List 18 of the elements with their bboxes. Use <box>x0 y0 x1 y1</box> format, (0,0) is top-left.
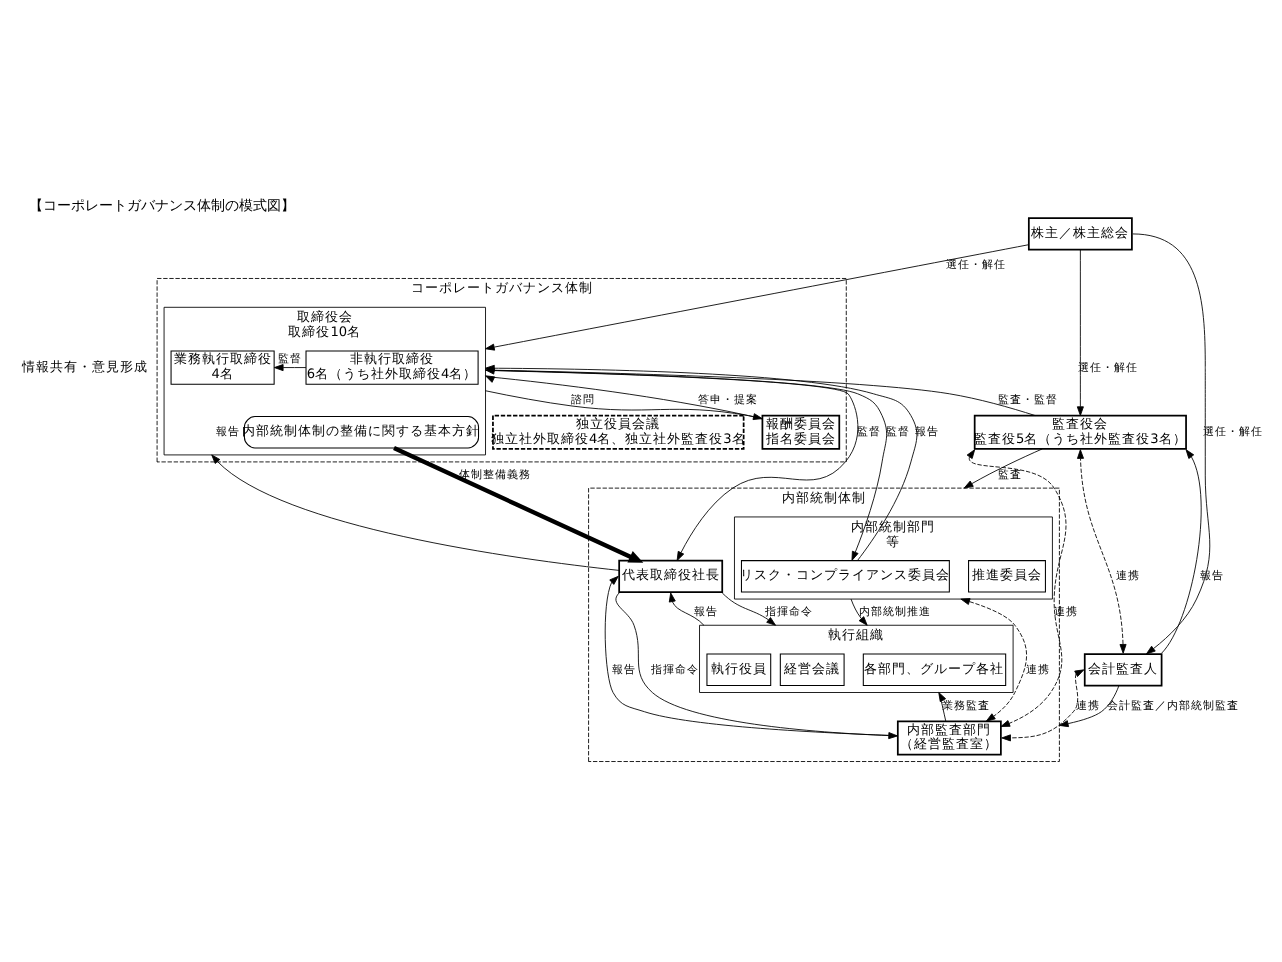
arrow <box>960 597 1027 721</box>
arrow <box>850 597 868 625</box>
arrow <box>1076 248 1084 415</box>
arrow <box>938 691 947 721</box>
arrow <box>1161 448 1202 653</box>
arrow <box>1001 668 1085 741</box>
arrow <box>485 243 1030 350</box>
arrow <box>615 591 898 739</box>
arrow <box>393 445 644 562</box>
arrow <box>604 574 899 736</box>
arrow <box>721 591 776 625</box>
arrow <box>668 591 705 625</box>
arrow <box>1132 232 1211 654</box>
arrow <box>211 453 620 570</box>
arrow <box>273 363 307 371</box>
arrow <box>963 447 1043 488</box>
arrow <box>1077 448 1127 653</box>
arrow <box>1058 684 1120 727</box>
